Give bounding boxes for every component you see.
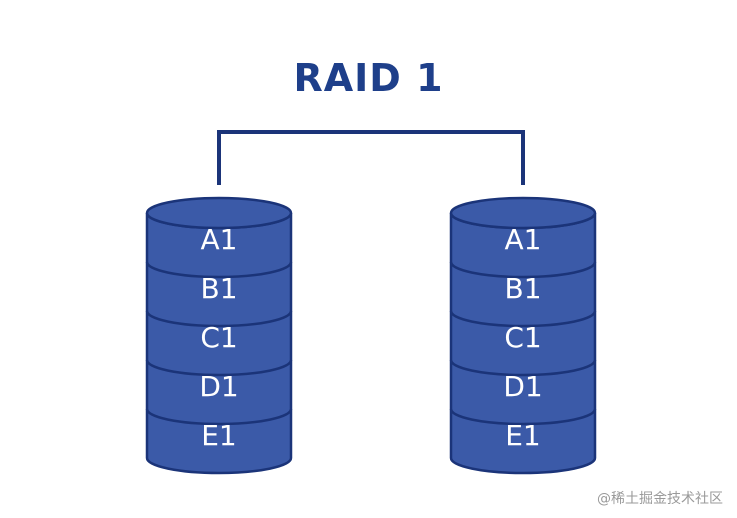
block-label: A1 [505,223,542,256]
block-label: B1 [200,272,237,305]
block-label: D1 [503,370,542,403]
watermark: @稀土掘金技术社区 [597,491,723,507]
disk-segment-divider [145,408,293,426]
block-label: D1 [199,370,238,403]
disk-top-cap [449,196,597,230]
disk-segment-divider [449,261,597,279]
disk-segment-divider [145,261,293,279]
block-label: C1 [504,321,541,354]
block-label: E1 [505,419,541,452]
disk-segment-divider [145,359,293,377]
block-label: C1 [200,321,237,354]
mirror-connector-line [217,130,525,185]
disk-segment-divider [449,359,597,377]
block-label: B1 [504,272,541,305]
disk-segment-divider [145,310,293,328]
block-label: A1 [201,223,238,256]
disk-segment-divider [449,310,597,328]
diagram-title: RAID 1 [293,56,444,100]
block-label: E1 [201,419,237,452]
disk-segment-divider [449,408,597,426]
disk-top-cap [145,196,293,230]
